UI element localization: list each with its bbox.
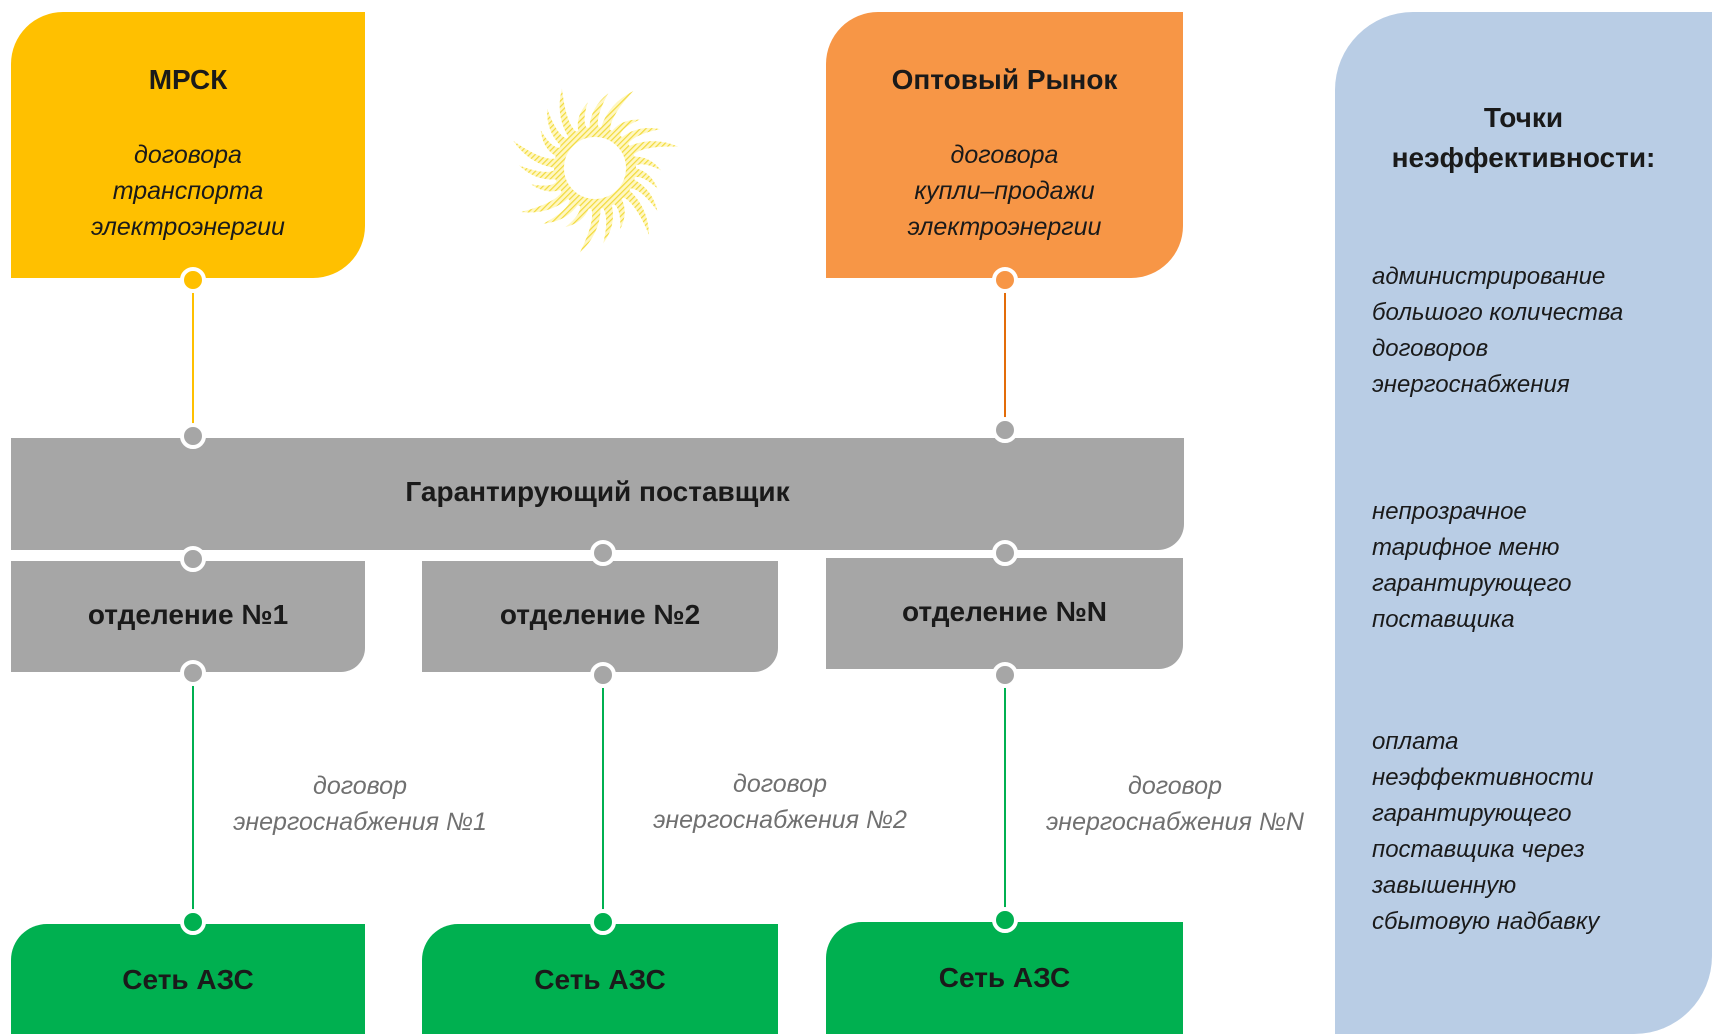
market-connector-dot <box>992 267 1018 293</box>
point-line: энергоснабжения <box>1372 371 1570 398</box>
sun-ray <box>621 127 661 145</box>
mrsk-box: МРСК договора транспорта электроэнергии <box>11 12 365 278</box>
mrsk-subtitle: договора транспорта электроэнергии <box>11 137 365 245</box>
contract-line: энергоснабжения №2 <box>653 806 907 834</box>
sun-ray <box>519 165 557 180</box>
branch-box-1: отделение №1 <box>11 561 365 672</box>
sun-ray <box>565 205 590 228</box>
contract-line: энергоснабжения №1 <box>233 808 487 836</box>
sun-ray <box>547 108 568 147</box>
sun-ray <box>633 156 661 171</box>
point-line: тарифное меню <box>1372 534 1560 561</box>
sun-ray <box>628 141 679 155</box>
sun-ray <box>543 199 579 224</box>
market-title: Оптовый Рынок <box>891 64 1118 95</box>
branchN-bottom-dot <box>992 662 1018 688</box>
guaranteeing-supplier-box: Гарантирующий поставщик <box>11 438 1184 550</box>
supplier-title: Гарантирующий поставщик <box>405 476 790 507</box>
station-label-n: Сеть АЗС <box>938 962 1071 993</box>
point-line: неэффективности <box>1372 764 1594 791</box>
sun-logo <box>513 88 679 253</box>
supplier-connector-dot-left <box>180 423 206 449</box>
branchN-top-dot <box>992 540 1018 566</box>
contract-line: договор <box>733 770 827 798</box>
point-line: непрозрачное <box>1372 498 1527 525</box>
point-line: администрирование <box>1372 263 1606 290</box>
branch2-bottom-dot <box>590 662 616 688</box>
supplier-connector-dot-right <box>992 417 1018 443</box>
station-label-1: Сеть АЗС <box>122 964 254 995</box>
sun-ray <box>622 189 650 235</box>
sun-ray <box>531 181 562 192</box>
sun-ray <box>579 207 601 253</box>
mrsk-subtitle-line: договора <box>134 141 242 169</box>
point-line: договоров <box>1372 335 1489 362</box>
contract-label-1: договор энергоснабжения №1 <box>200 768 520 840</box>
sun-ray <box>589 93 609 129</box>
panel-title-line: неэффективности: <box>1391 142 1656 173</box>
gas-station-network-box-n: Сеть АЗС <box>826 922 1183 1034</box>
gas-station-network-box-2: Сеть АЗС <box>422 924 778 1034</box>
point-line: сбытовую надбавку <box>1372 908 1600 935</box>
mrsk-connector-dot <box>180 267 206 293</box>
point-line: гарантирующего <box>1372 570 1572 597</box>
branch1-bottom-dot <box>180 660 206 686</box>
sun-ring <box>554 127 636 209</box>
sun-ray <box>577 102 588 132</box>
contract-line: договор <box>313 772 407 800</box>
sun-ray <box>600 91 634 131</box>
sun-ray <box>513 140 557 168</box>
stationN-top-dot <box>992 907 1018 933</box>
branch-label-n: отделение №N <box>902 596 1107 627</box>
inefficiency-point-2: непрозрачное тарифное меню гарантирующег… <box>1372 494 1702 638</box>
market-subtitle-line: купли–продажи <box>914 177 1095 205</box>
sun-ray <box>602 204 614 244</box>
panel-title: Точки неэффективности: <box>1335 98 1712 178</box>
inefficiency-point-3: оплата неэффективности гарантирующего по… <box>1372 724 1702 940</box>
point-line: поставщика <box>1372 606 1515 633</box>
sun-ray <box>629 179 658 212</box>
sun-ray <box>611 119 640 137</box>
station-label-2: Сеть АЗС <box>534 964 666 995</box>
market-subtitle-line: договора <box>950 141 1059 169</box>
mrsk-subtitle-line: транспорта <box>112 177 264 205</box>
market-subtitle-line: электроэнергии <box>907 213 1102 241</box>
market-subtitle: договора купли–продажи электроэнергии <box>826 137 1183 245</box>
mrsk-subtitle-line: электроэнергии <box>91 213 285 241</box>
branch-label-2: отделение №2 <box>499 599 701 630</box>
panel-title-line: Точки <box>1483 102 1564 133</box>
point-line: гарантирующего <box>1372 800 1572 827</box>
point-line: поставщика через <box>1372 836 1585 863</box>
inefficiency-point-1: администрирование большого количества до… <box>1372 259 1702 403</box>
point-line: большого количества <box>1372 299 1624 326</box>
branch-box-2: отделение №2 <box>422 561 778 672</box>
contract-line: договор <box>1128 772 1222 800</box>
branch-box-n: отделение №N <box>826 558 1183 669</box>
contract-label-n: договор энергоснабжения №N <box>1010 768 1340 840</box>
station1-top-dot <box>180 909 206 935</box>
mrsk-title: МРСК <box>148 64 228 95</box>
branch-label-1: отделение №1 <box>87 599 289 630</box>
sun-ray <box>633 168 658 189</box>
point-line: оплата <box>1372 728 1459 755</box>
contract-line: энергоснабжения №N <box>1046 808 1304 836</box>
contract-label-2: договор энергоснабжения №2 <box>620 766 940 838</box>
sun-ray <box>559 88 577 138</box>
sun-ray <box>613 198 625 229</box>
wholesale-market-box: Оптовый Рынок договора купли–продажи эле… <box>826 12 1183 278</box>
inefficiency-points-panel: Точки неэффективности: администрирование… <box>1335 12 1712 1034</box>
station2-top-dot <box>590 909 616 935</box>
branch2-top-dot <box>590 540 616 566</box>
gas-station-network-box-1: Сеть АЗС <box>11 924 365 1034</box>
point-line: завышенную <box>1372 872 1517 899</box>
sun-ray <box>540 130 561 157</box>
branch1-top-dot <box>180 546 206 572</box>
